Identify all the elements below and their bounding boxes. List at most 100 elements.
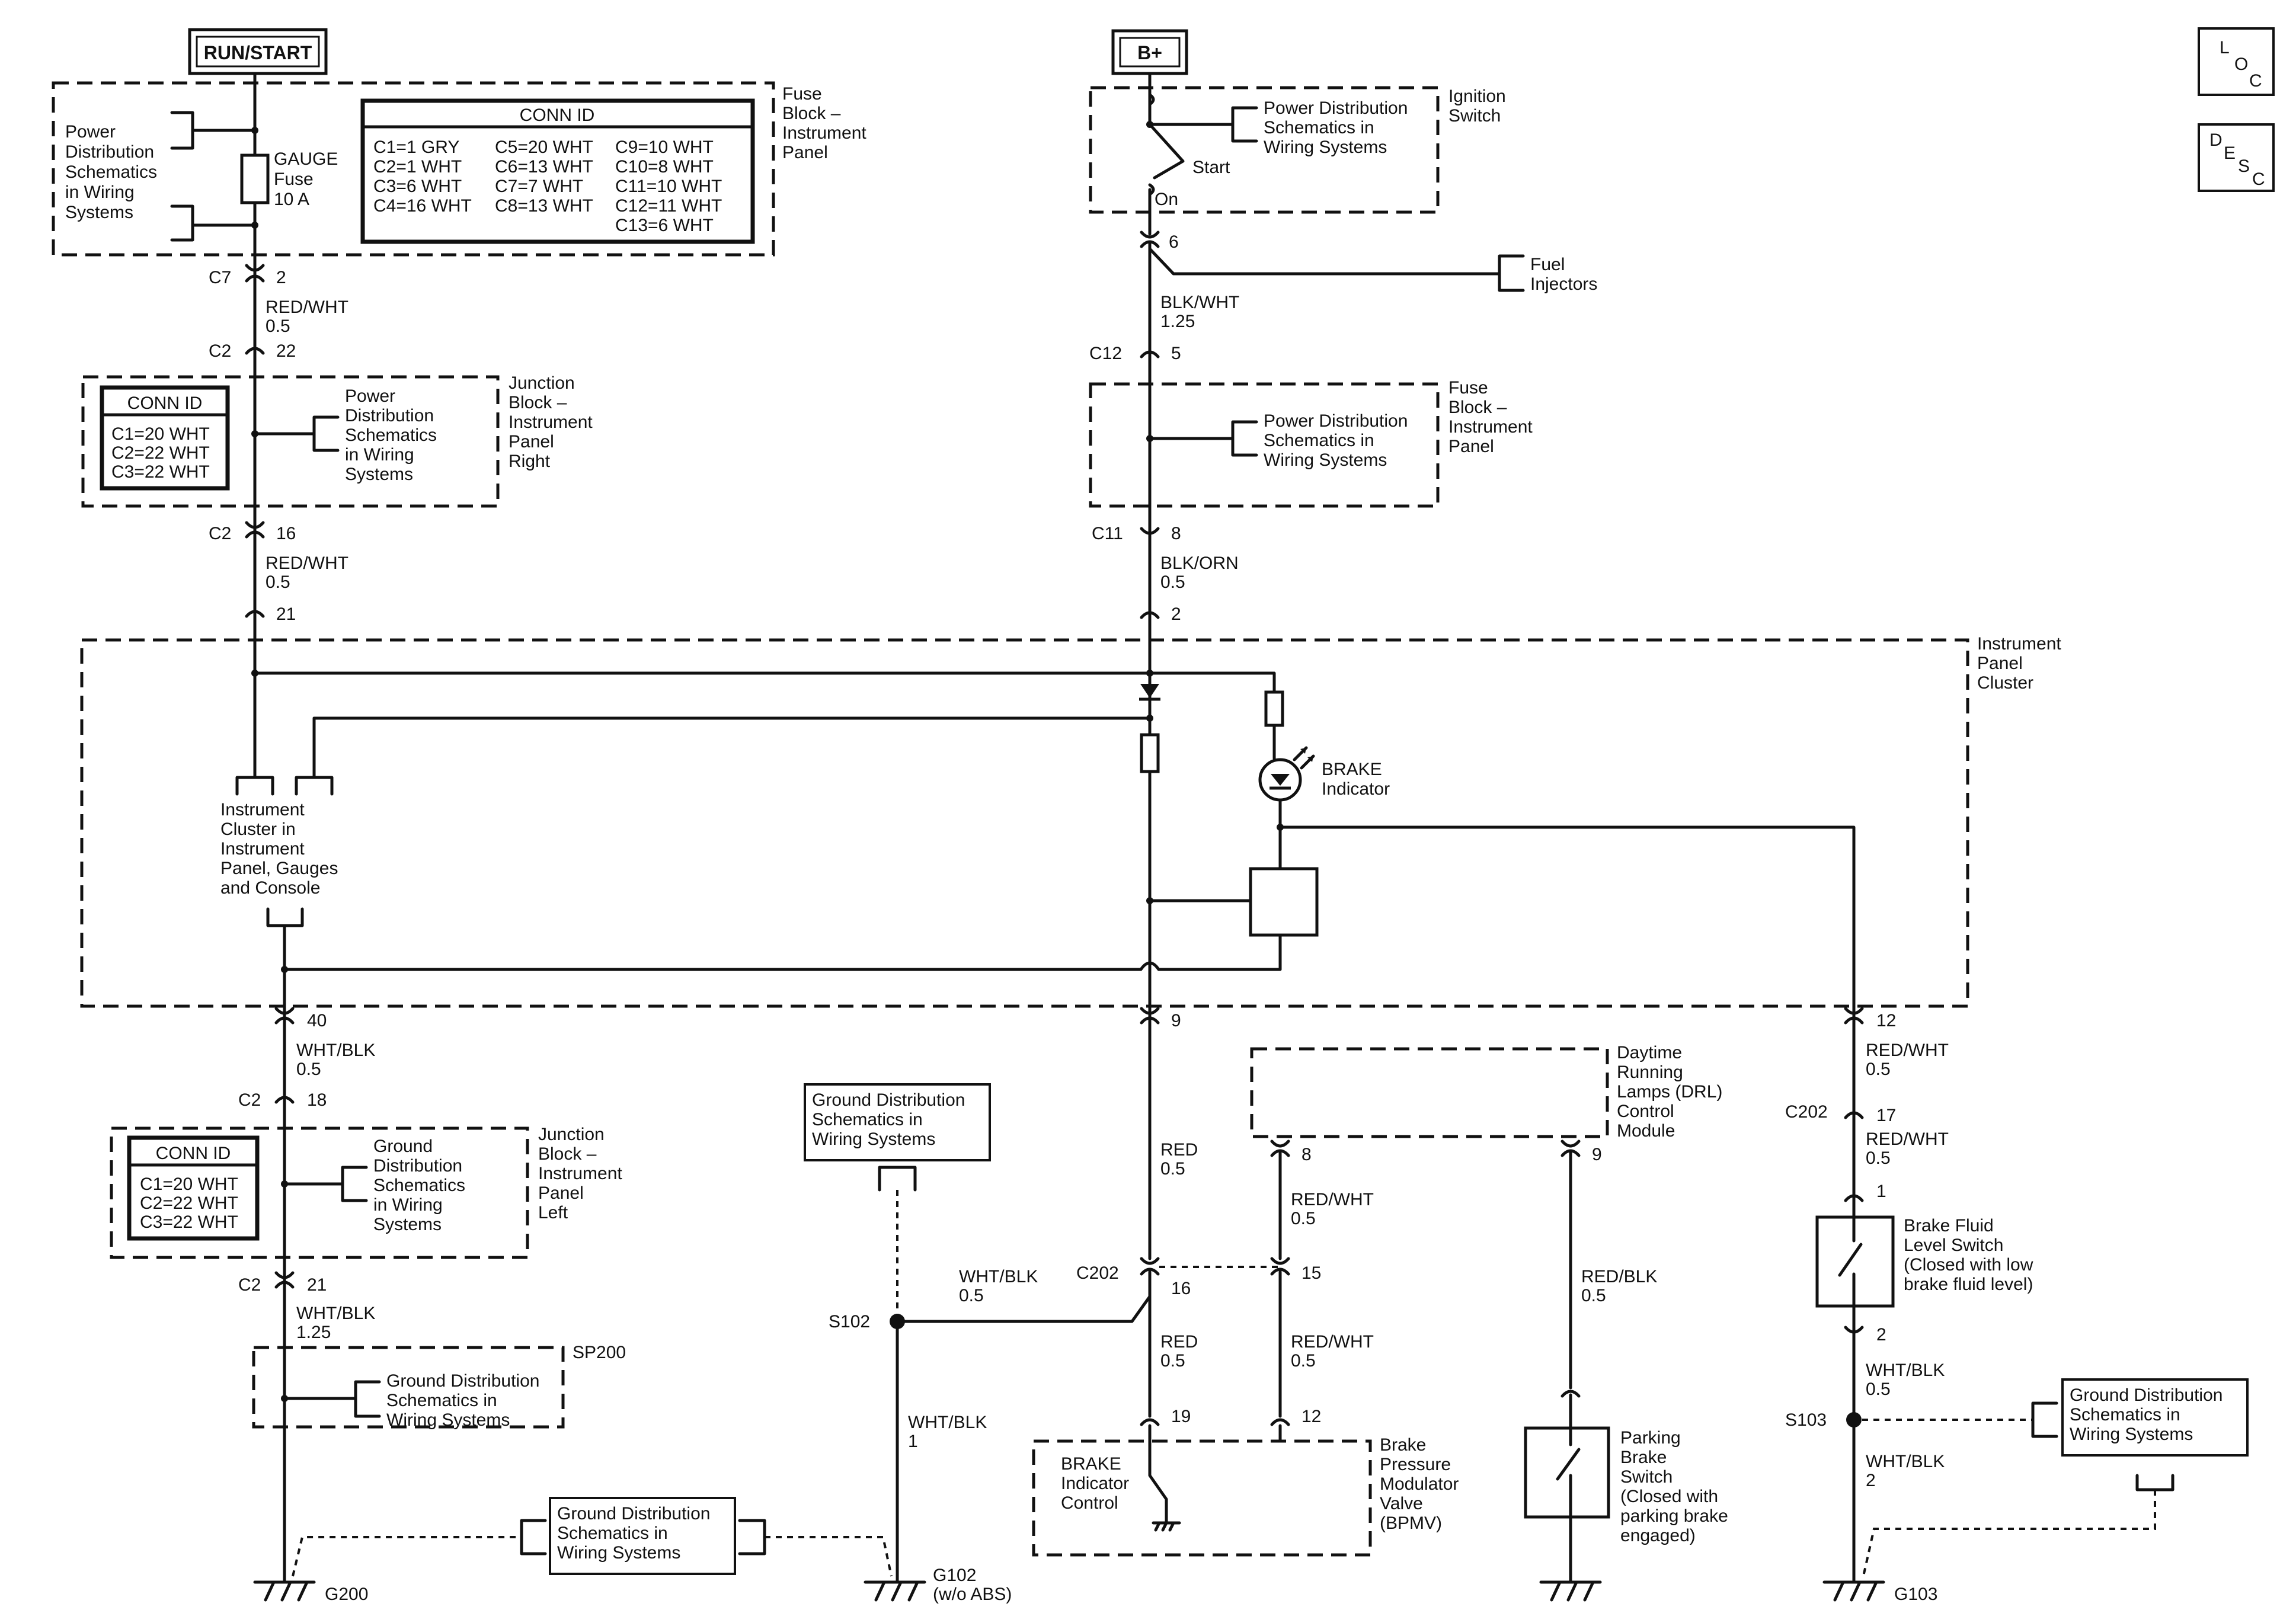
gd-text-2: Schematics in: [386, 1391, 497, 1410]
pd-text-1: Power: [345, 386, 395, 406]
cluster-ref-text: Instrument: [220, 800, 305, 820]
wire-label-red-wht: RED/WHT: [1291, 1332, 1374, 1352]
wire-label-red: RED: [1160, 1140, 1198, 1160]
conn-id-title: CONN ID: [127, 393, 203, 413]
ground-distribution-ref-1[interactable]: Ground Distribution Schematics in Wiring…: [373, 1137, 465, 1234]
connector-c202-pin-16: 16: [1171, 1279, 1191, 1298]
connector-c2-label: C2: [209, 341, 231, 361]
conn-id-cell: C2=1 WHT: [373, 157, 462, 177]
connector-c202-pin-15: 15: [1302, 1263, 1321, 1283]
gd-text-1: Ground: [373, 1137, 433, 1156]
connector-bfl-1: [1844, 1194, 1864, 1202]
bpmv-inner-label: BRAKE: [1061, 1454, 1121, 1474]
connector-c7-label: C7: [209, 268, 231, 287]
ground-g103-label: G103: [1894, 1585, 1937, 1604]
brake-pressure-modulator-valve: Brake Pressure Modulator Valve (BPMV) BR…: [1032, 1424, 1459, 1557]
connector-parking-brake: [1560, 1390, 1581, 1398]
drl-control-module: Daytime Running Lamps (DRL) Control Modu…: [1250, 1043, 1722, 1426]
gd-text-2: Schematics in: [557, 1523, 668, 1543]
gauge-fuse-icon: [240, 153, 270, 204]
fuse-block-name-4: Panel: [782, 143, 828, 162]
conn-id-cell: C4=16 WHT: [373, 196, 472, 216]
gd-text-3: Schematics: [373, 1176, 465, 1195]
drl-name: Module: [1617, 1121, 1675, 1141]
instrument-cluster-ref[interactable]: Instrument Cluster in Instrument Panel, …: [220, 800, 338, 898]
ignition-name: Ignition: [1448, 87, 1506, 106]
jb-right-name: Right: [509, 452, 551, 471]
jb-right-name: Junction: [509, 373, 575, 393]
ground-distribution-ref-2[interactable]: Ground Distribution Schematics in Wiring…: [386, 1371, 539, 1430]
connector-ipc-pin-40: 40: [307, 1011, 327, 1030]
bpmv-name: Modulator: [1380, 1474, 1459, 1494]
ground-distribution-ref-4[interactable]: Ground Distribution Schematics in Wiring…: [812, 1090, 965, 1149]
cluster-connector-b: [295, 776, 334, 796]
connector-c12-label: C12: [1089, 344, 1122, 363]
diode-icon: [1140, 684, 1159, 698]
ground-g103-icon: [1822, 1580, 1885, 1602]
connector-c11-label: C11: [1092, 524, 1123, 543]
wire-label-red: RED: [1160, 1332, 1198, 1352]
fuse-block-instrument-panel: Fuse Block – Instrument Panel Power Dist…: [52, 81, 866, 257]
wire-label-gauge: 0.5: [1581, 1286, 1606, 1305]
connector-c202-16: [1140, 1257, 1160, 1265]
ground-distribution-ref-3[interactable]: Ground Distribution Schematics in Wiring…: [557, 1504, 710, 1563]
ignition-switch: Start On Power Distribution Schematics i…: [1089, 72, 1506, 236]
pd-text-3: Schematics: [65, 162, 157, 182]
connector-bpmv-pin-12: 12: [1302, 1407, 1321, 1426]
connector-bfl-2: [1844, 1326, 1864, 1334]
connector-c12-pin: 5: [1171, 344, 1181, 363]
wire-label-wht-blk: WHT/BLK: [296, 1304, 375, 1323]
ignition-name: Switch: [1448, 106, 1501, 126]
wire-label-wht-blk: WHT/BLK: [959, 1267, 1038, 1286]
connector-c202-17: [1844, 1111, 1864, 1119]
wire-label-gauge: 0.5: [296, 1060, 321, 1079]
loc-tag-l: L: [2220, 38, 2230, 57]
gd-text-1: Ground Distribution: [557, 1504, 710, 1523]
power-distribution-ref-4[interactable]: Power Distribution Schematics in Wiring …: [1264, 411, 1408, 470]
jb-right-name: Panel: [509, 432, 554, 452]
loc-tag[interactable]: L O C: [2198, 27, 2275, 96]
junction-block-instrument-panel-left: CONN ID C1=20 WHT C2=22 WHT C3=22 WHT Gr…: [110, 1125, 622, 1259]
conn-id-cell: C13=6 WHT: [615, 216, 714, 235]
power-distribution-ref-2[interactable]: Power Distribution Schematics in Wiring …: [345, 386, 437, 484]
wire-label-gauge: 1.25: [296, 1323, 331, 1342]
gd-text-3: Wiring Systems: [2070, 1425, 2193, 1444]
ground-distribution-ref-5[interactable]: Ground Distribution Schematics in Wiring…: [2070, 1385, 2223, 1444]
cluster-ref-text: Instrument: [220, 839, 305, 859]
gauge-fuse-label-1: GAUGE: [274, 149, 338, 169]
conn-id-cell: C11=10 WHT: [615, 177, 722, 196]
jb-left-name: Left: [538, 1203, 568, 1222]
pd-text-4: in Wiring: [345, 445, 414, 465]
brake-fluid-label: brake fluid level): [1904, 1275, 2033, 1294]
power-distribution-ref-1[interactable]: Power Distribution Schematics in Wiring …: [65, 111, 257, 242]
jb-left-name: Junction: [538, 1125, 605, 1144]
wire-label-gauge: 0.5: [266, 316, 290, 336]
fuse-block-2-name: Panel: [1448, 437, 1494, 456]
conn-id-cell: C3=22 WHT: [111, 462, 210, 482]
brake-indicator-control-circuit: 9 RED 0.5 C202 16 RED 0.5 19: [1076, 1007, 1280, 1426]
connector-pin-6-label: 6: [1169, 232, 1179, 252]
wire-label-red-wht: RED/WHT: [1866, 1129, 1949, 1149]
resistor-icon: [1264, 690, 1284, 727]
connector-c2-pin-22: 22: [276, 341, 296, 361]
connector-ipc-2: [1140, 611, 1160, 619]
fuel-injectors-label: Fuel: [1530, 255, 1565, 274]
desc-tag[interactable]: D E S C: [2198, 123, 2275, 192]
fuse-block-name-1: Fuse: [782, 84, 822, 104]
wire-label-gauge: 0.5: [1160, 1351, 1185, 1371]
connector-c7-pin: 2: [276, 268, 286, 287]
wire-label-gauge: 0.5: [1291, 1209, 1316, 1228]
wire-label-red-wht: RED/WHT: [1866, 1041, 1949, 1060]
pd-text-2: Schematics in: [1264, 118, 1374, 137]
connector-c2-18: [274, 1096, 295, 1104]
ipc-name: Cluster: [1977, 673, 2033, 693]
pd-text-5: Systems: [65, 203, 133, 222]
wire-label-wht-blk: WHT/BLK: [908, 1413, 987, 1432]
brake-indicator-lamp-icon: [1258, 746, 1315, 802]
conn-id-cell: C10=8 WHT: [615, 157, 714, 177]
jb-left-name: Panel: [538, 1183, 584, 1203]
power-distribution-ref-3[interactable]: Power Distribution Schematics in Wiring …: [1264, 98, 1408, 157]
drl-name: Daytime: [1617, 1043, 1682, 1062]
fuel-injectors-label: Injectors: [1530, 274, 1597, 294]
connector-bfl-pin-2: 2: [1876, 1325, 1886, 1345]
